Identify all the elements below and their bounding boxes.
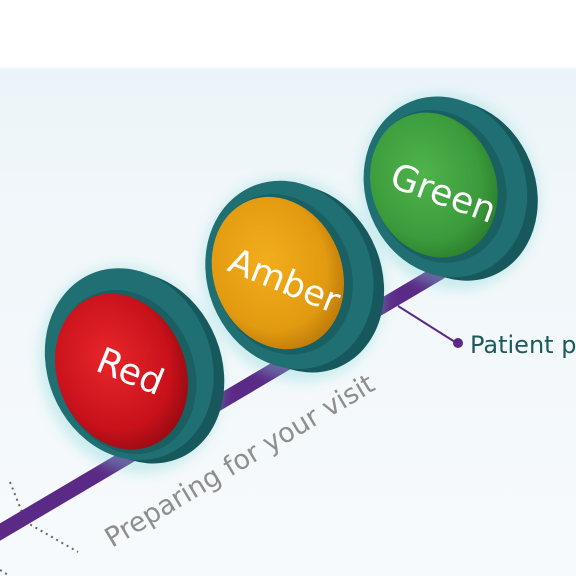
callout-dot <box>453 338 463 348</box>
callout-label: Patient p <box>470 331 576 359</box>
dotted-guide-line-secondary <box>0 569 11 576</box>
status-light-red: Red <box>39 265 225 474</box>
callout-connector <box>397 305 456 343</box>
status-light-amber: Amber <box>201 177 386 382</box>
status-light-green: Green <box>359 93 540 291</box>
